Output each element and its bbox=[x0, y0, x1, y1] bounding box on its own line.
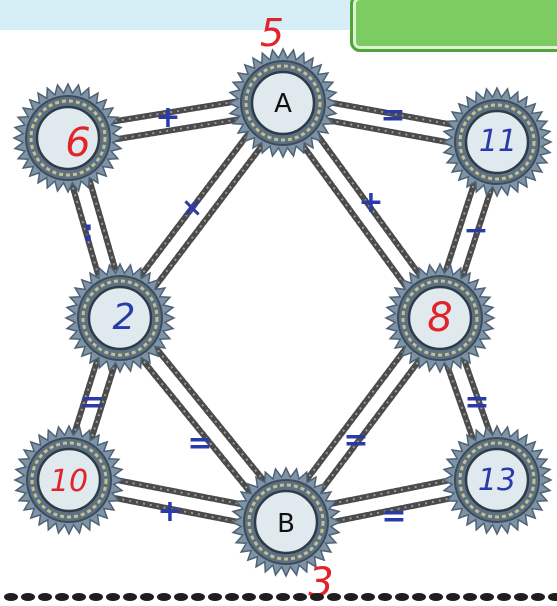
operator-symbols: + = : × + − = = = = + = bbox=[79, 98, 489, 534]
operator-mr-b: = bbox=[343, 423, 368, 458]
bottom-dot bbox=[446, 593, 460, 601]
bottom-dot bbox=[89, 593, 103, 601]
bottom-dot bbox=[259, 593, 273, 601]
green-header-tab bbox=[350, 0, 557, 52]
operator-b-br: = bbox=[381, 499, 406, 534]
operator-a-ml: × bbox=[181, 193, 203, 223]
gear-a-label: A bbox=[274, 89, 292, 119]
bottom-dot bbox=[327, 593, 341, 601]
bottom-dot bbox=[208, 593, 222, 601]
bottom-dot bbox=[191, 593, 205, 601]
bottom-dot bbox=[242, 593, 256, 601]
gear-icon bbox=[227, 47, 339, 159]
chain-highlight bbox=[274, 107, 434, 324]
operator-a-tr: = bbox=[380, 98, 405, 133]
bottom-dot bbox=[38, 593, 52, 601]
bottom-dot bbox=[531, 593, 545, 601]
bottom-dot bbox=[4, 593, 18, 601]
bottom-dot bbox=[412, 593, 426, 601]
bottom-dot bbox=[497, 593, 511, 601]
gear-b-label: B bbox=[277, 509, 295, 539]
gear-tr-value: 11 bbox=[479, 124, 517, 159]
bottom-dot bbox=[480, 593, 494, 601]
bottom-dot bbox=[157, 593, 171, 601]
bottom-dot bbox=[276, 593, 290, 601]
bottom-dot bbox=[225, 593, 239, 601]
bottom-dot bbox=[293, 593, 307, 601]
gear-mr-value: 8 bbox=[427, 295, 452, 341]
gear-icon bbox=[384, 262, 496, 374]
bottom-dot bbox=[140, 593, 154, 601]
bottom-dot bbox=[378, 593, 392, 601]
gear-icon bbox=[64, 262, 176, 374]
operator-a-mr: + bbox=[358, 185, 383, 220]
bottom-dot bbox=[463, 593, 477, 601]
gear-bl-value: 10 bbox=[50, 464, 88, 499]
operator-ml-bl: = bbox=[79, 385, 104, 420]
bottom-dot-row bbox=[0, 585, 557, 606]
operator-ml-b: = bbox=[187, 426, 212, 461]
chain-highlight bbox=[289, 97, 449, 314]
operator-bl-b: + bbox=[157, 494, 182, 529]
operator-mr-br: = bbox=[464, 385, 489, 420]
gear-icon bbox=[230, 466, 342, 578]
bottom-dot bbox=[21, 593, 35, 601]
bottom-dot bbox=[174, 593, 188, 601]
gear-icon bbox=[13, 424, 125, 536]
gear-br-value: 13 bbox=[478, 463, 516, 498]
gear-a-value: 5 bbox=[260, 11, 284, 55]
bottom-dot bbox=[55, 593, 69, 601]
bottom-dot bbox=[361, 593, 375, 601]
bottom-dot bbox=[344, 593, 358, 601]
operator-tl-a: + bbox=[155, 100, 180, 135]
gears bbox=[12, 47, 553, 578]
gear-icon bbox=[12, 82, 124, 194]
bottom-dot bbox=[310, 593, 324, 601]
bottom-dot bbox=[548, 593, 557, 601]
bottom-dot bbox=[514, 593, 528, 601]
gear-icon bbox=[441, 424, 553, 536]
bottom-dot bbox=[72, 593, 86, 601]
operator-tl-ml: : bbox=[82, 214, 94, 249]
bottom-dot bbox=[123, 593, 137, 601]
operator-tr-mr: − bbox=[463, 213, 488, 248]
gear-tl-value: 6 bbox=[65, 120, 90, 166]
gear-icon bbox=[441, 86, 553, 198]
bottom-dot bbox=[429, 593, 443, 601]
bottom-dot bbox=[395, 593, 409, 601]
gear-ml-value: 2 bbox=[113, 297, 136, 338]
bottom-dot bbox=[106, 593, 120, 601]
